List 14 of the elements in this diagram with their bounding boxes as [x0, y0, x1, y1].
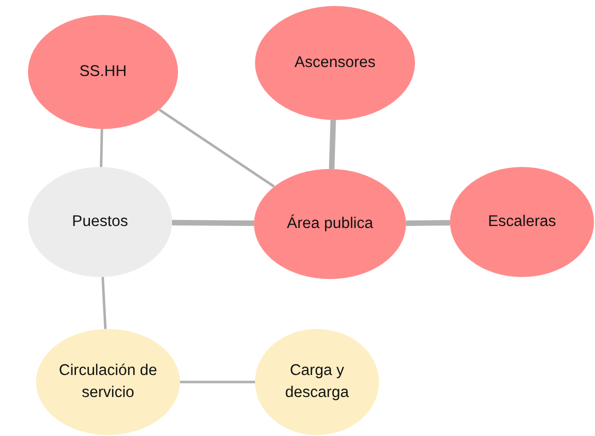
node-label: SS.HH	[79, 62, 127, 82]
node-label: Ascensores	[294, 52, 376, 73]
node-label: Puestos	[72, 212, 128, 232]
node-label: Circulación de servicio	[58, 360, 158, 403]
connector-line	[158, 108, 275, 188]
connector-line	[100, 128, 104, 168]
connector-line	[172, 220, 254, 226]
node-label: Carga y descarga	[284, 360, 350, 403]
node-label: Área publica	[286, 214, 374, 234]
connector-line	[101, 276, 107, 330]
node-label: Escaleras	[488, 212, 556, 232]
connector-line	[406, 220, 450, 226]
connector-line	[328, 120, 336, 170]
connector-line	[180, 380, 255, 384]
